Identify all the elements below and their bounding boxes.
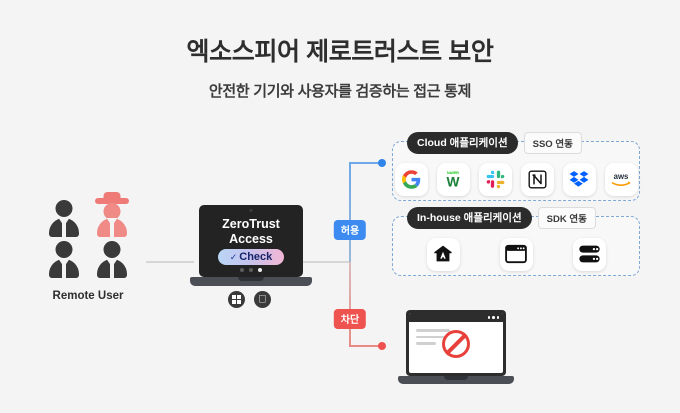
allow-endpoint-dot (378, 159, 386, 167)
user-tie (62, 264, 66, 278)
user-head (55, 241, 73, 258)
server-rack-icon[interactable] (572, 237, 606, 271)
zerotrust-device: ZeroTrust Access ✓ Check (190, 205, 312, 293)
cloud-apps-panel: Cloud 애플리케이션 SSO 연동 NAVER W (392, 132, 640, 202)
naver-works-icon[interactable]: NAVER W (436, 162, 470, 196)
os-support-row:  (228, 291, 271, 308)
connector-users-to-device (146, 261, 194, 263)
block-path-horizontal (349, 345, 382, 347)
device-base (190, 277, 312, 286)
allow-badge: 허용 (333, 220, 367, 240)
user-icon-grid (40, 198, 136, 280)
inhouse-panel-tag: SDK 연동 (537, 207, 596, 229)
user-tie (110, 264, 114, 278)
cloud-panel-tag: SSO 연동 (523, 132, 582, 154)
user-head (55, 200, 73, 217)
block-endpoint-dot (378, 342, 386, 350)
device-screen-title: ZeroTrust Access (199, 217, 303, 247)
blocked-device (398, 310, 514, 392)
aws-icon[interactable]: aws (604, 162, 638, 196)
hacker-tie (110, 223, 114, 237)
remote-users-group: Remote User (40, 198, 140, 308)
device-notch (238, 277, 264, 281)
inhouse-panel-header: In-house 애플리케이션 SDK 연동 (407, 207, 596, 229)
carousel-dot[interactable] (240, 268, 244, 272)
svg-text:W: W (447, 175, 460, 190)
blocked-device-notch (444, 376, 468, 380)
device-screen: ZeroTrust Access ✓ Check (199, 205, 303, 277)
screen-title-line1: ZeroTrust (222, 217, 280, 231)
carousel-dots[interactable] (199, 268, 303, 272)
notion-icon[interactable] (520, 162, 554, 196)
carousel-dot[interactable] (249, 268, 253, 272)
user-collar (58, 259, 70, 267)
user-icon (40, 198, 88, 239)
dropbox-icon[interactable] (562, 162, 596, 196)
user-icon (88, 239, 136, 280)
window-dot (492, 316, 495, 319)
check-mark-icon: ✓ (229, 251, 238, 262)
allow-path-vertical (349, 163, 351, 263)
carousel-dot-active[interactable] (258, 268, 262, 272)
inhouse-apps-panel: In-house 애플리케이션 SDK 연동 (392, 207, 640, 277)
user-head (103, 241, 121, 258)
no-entry-icon (442, 330, 470, 359)
app-store-icon[interactable] (426, 237, 460, 271)
check-button-label: Check (239, 251, 273, 263)
blocked-device-screen (406, 310, 506, 376)
hacker-collar (106, 218, 118, 226)
cloud-app-icons: NAVER W (393, 156, 639, 202)
google-icon[interactable] (394, 162, 428, 196)
hacker-head (103, 203, 121, 220)
user-tie (62, 223, 66, 237)
block-path-vertical (349, 262, 351, 347)
hacker-hat (95, 198, 129, 204)
slack-icon[interactable] (478, 162, 512, 196)
check-button[interactable]: ✓ Check (218, 249, 284, 265)
page-title: 엑소스피어 제로트러스트 보안 (186, 38, 494, 66)
blocked-browser-window (409, 313, 503, 373)
browser-window-icon[interactable] (499, 237, 533, 271)
svg-text:aws: aws (614, 172, 629, 181)
windows-icon (228, 291, 245, 308)
blocked-device-base (398, 376, 514, 384)
hacker-icon (88, 198, 136, 239)
user-collar (106, 259, 118, 267)
cloud-panel-title: Cloud 애플리케이션 (407, 132, 518, 154)
remote-user-label: Remote User (52, 290, 124, 302)
block-badge: 차단 (333, 309, 367, 329)
inhouse-app-icons (393, 231, 639, 277)
page-subtitle: 안전한 기기와 사용자를 검증하는 접근 통제 (208, 83, 472, 100)
cloud-panel-header: Cloud 애플리케이션 SSO 연동 (407, 132, 582, 154)
window-dot (487, 316, 490, 319)
window-dot (496, 316, 499, 319)
apple-icon:  (254, 291, 271, 308)
svg-text:NAVER: NAVER (447, 171, 459, 175)
connector-device-to-branch (300, 261, 350, 263)
camera-icon (249, 209, 253, 212)
user-icon (40, 239, 88, 280)
browser-title-bar (409, 313, 503, 322)
placeholder-text-lines (416, 329, 450, 349)
allow-path-horizontal (349, 162, 382, 164)
user-collar (58, 218, 70, 226)
inhouse-panel-title: In-house 애플리케이션 (407, 207, 532, 229)
screen-title-line2: Access (229, 232, 273, 246)
